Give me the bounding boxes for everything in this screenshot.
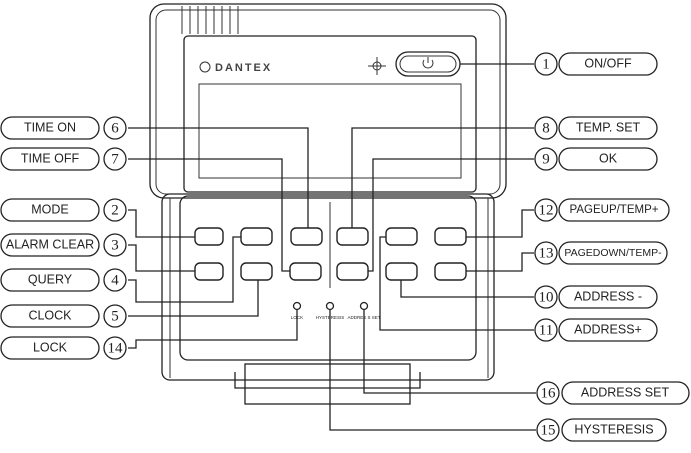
- svg-text:4: 4: [111, 272, 119, 288]
- callout-on-off: 1 ON/OFF: [534, 52, 658, 76]
- clock-set-button[interactable]: [240, 227, 273, 246]
- address-minus-button[interactable]: [385, 262, 418, 281]
- svg-text:9: 9: [542, 151, 550, 167]
- callout-hysteresis: 15 HYSTERESIS: [536, 418, 667, 442]
- svg-text:7: 7: [111, 151, 119, 167]
- brand-logo: DANTEX: [199, 61, 272, 74]
- svg-text:OK: OK: [599, 151, 618, 165]
- controller-body: [149, 3, 507, 405]
- callout-address-set: 16 ADDRESS SET: [536, 381, 690, 405]
- svg-text:1: 1: [542, 56, 550, 72]
- callout-ok: 9 OK: [534, 147, 658, 171]
- svg-text:16: 16: [541, 385, 557, 401]
- svg-text:TIME ON: TIME ON: [24, 120, 76, 134]
- svg-text:ADDRESS -: ADDRESS -: [574, 289, 642, 303]
- svg-text:TEMP. SET: TEMP. SET: [576, 120, 641, 134]
- svg-text:ADDRESS+: ADDRESS+: [574, 322, 642, 336]
- crosshair-icon: [368, 57, 386, 75]
- svg-text:LOCK: LOCK: [33, 340, 68, 354]
- svg-text:11: 11: [539, 322, 553, 338]
- svg-text:10: 10: [539, 289, 554, 305]
- svg-text:14: 14: [108, 340, 124, 356]
- left-callouts: TIME ON 6 TIME OFF 7 MODE 2 ALARM CLEAR 3 QU…: [0, 116, 127, 360]
- lcd-screen: [198, 83, 462, 179]
- temp-set-button[interactable]: [336, 227, 369, 246]
- svg-text:12: 12: [539, 202, 554, 218]
- address-set-led: [359, 301, 369, 311]
- callout-time-on: TIME ON 6: [0, 116, 127, 140]
- vent-slots: [181, 6, 239, 34]
- callout-query: QUERY 4: [0, 268, 127, 292]
- time-on-button[interactable]: [290, 227, 323, 246]
- svg-text:13: 13: [539, 245, 554, 261]
- svg-text:2: 2: [111, 202, 119, 218]
- callout-lock: LOCK 14: [0, 336, 127, 360]
- pagedown-button[interactable]: [434, 262, 467, 281]
- svg-text:QUERY: QUERY: [28, 272, 73, 286]
- mode-button[interactable]: [194, 227, 224, 246]
- callout-pagedown: 13 PAGEDOWN/TEMP-: [534, 241, 668, 265]
- clock-button[interactable]: [240, 262, 273, 281]
- callout-alarm-clear: ALARM CLEAR 3: [0, 233, 127, 257]
- address-plus-button[interactable]: [385, 227, 418, 246]
- callout-time-off: TIME OFF 7: [0, 147, 127, 171]
- svg-text:15: 15: [541, 422, 556, 438]
- svg-text:MODE: MODE: [31, 202, 69, 216]
- svg-text:ADDRESS SET: ADDRESS SET: [581, 385, 670, 399]
- svg-text:ON/OFF: ON/OFF: [584, 56, 632, 70]
- on-off-button[interactable]: [395, 51, 461, 77]
- hysteresis-led: [325, 301, 335, 311]
- time-off-button[interactable]: [289, 262, 322, 281]
- svg-text:8: 8: [542, 120, 550, 136]
- svg-text:DANTEX: DANTEX: [215, 62, 272, 74]
- pageup-button[interactable]: [434, 227, 467, 246]
- lock-led: [292, 301, 302, 311]
- svg-text:6: 6: [111, 120, 119, 136]
- callout-address-minus: 10 ADDRESS -: [534, 285, 658, 309]
- callout-temp-set: 8 TEMP. SET: [534, 116, 658, 140]
- callout-clock: CLOCK 5: [0, 304, 127, 328]
- ok-button[interactable]: [336, 262, 369, 281]
- svg-text:ALARM CLEAR: ALARM CLEAR: [6, 237, 94, 251]
- svg-text:PAGEUP/TEMP+: PAGEUP/TEMP+: [570, 204, 659, 216]
- led-indicators: LOCK HYSTERESIS ADDRES S SET: [291, 301, 381, 320]
- query-button[interactable]: [194, 262, 224, 281]
- svg-text:HYSTERESIS: HYSTERESIS: [574, 422, 653, 436]
- bottom-clip: [234, 363, 421, 405]
- leader-lines: [128, 63, 536, 431]
- power-icon: [422, 57, 434, 69]
- right-callouts: 1 ON/OFF 8 TEMP. SET 9 OK 12 PAGEUP/TEMP+ 13…: [534, 52, 690, 442]
- callout-address-plus: 11 ADDRESS+: [534, 318, 658, 342]
- svg-text:PAGEDOWN/TEMP-: PAGEDOWN/TEMP-: [564, 247, 662, 259]
- svg-text:5: 5: [111, 308, 119, 324]
- svg-text:TIME OFF: TIME OFF: [21, 151, 80, 165]
- svg-text:CLOCK: CLOCK: [28, 308, 72, 322]
- keypad: [194, 227, 467, 281]
- callout-pageup: 12 PAGEUP/TEMP+: [534, 198, 670, 222]
- svg-text:3: 3: [111, 237, 119, 253]
- callout-mode: MODE 2: [0, 198, 127, 222]
